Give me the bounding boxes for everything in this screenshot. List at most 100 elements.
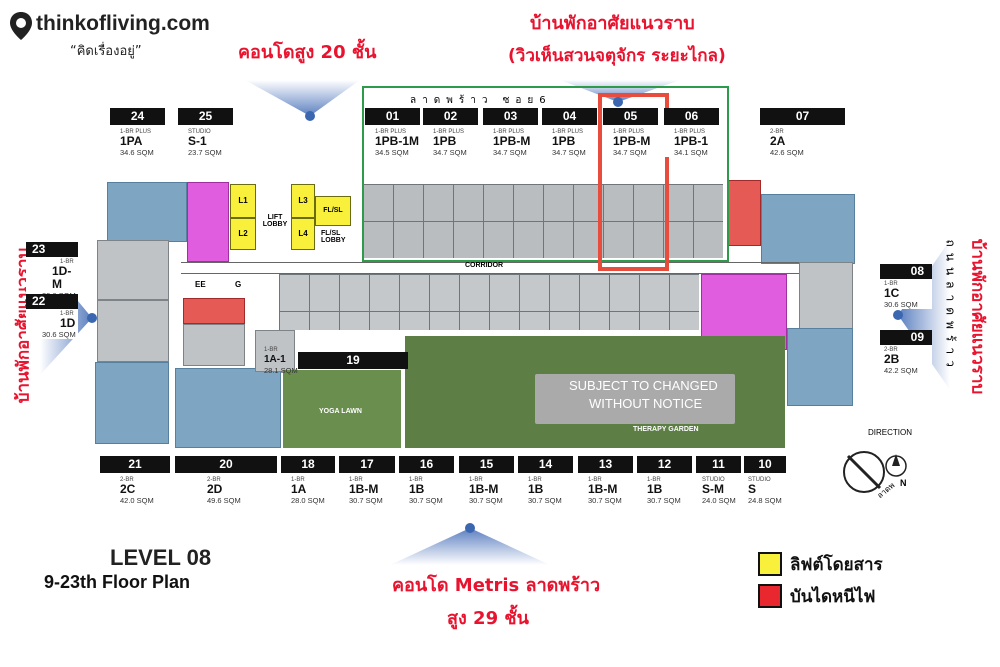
unit-card-14[interactable]: 14 1-BR 1B 30.7 SQM [518, 456, 573, 505]
unit-code: 1PB-1M [375, 134, 420, 148]
lift-l3: L3 [291, 184, 315, 218]
pointer-condo-20 [245, 80, 360, 116]
unit-number: 03 [483, 108, 538, 125]
unit-size: 42.2 SQM [884, 366, 918, 375]
unit-type: 1-BR [291, 477, 305, 483]
unit-card-07[interactable]: 07 2-BR 2A 42.6 SQM [760, 108, 845, 157]
level-subtitle: 9-23th Floor Plan [44, 572, 191, 592]
unit-code: 1PB [433, 134, 457, 148]
unit-card-22[interactable]: 22 1-BR 1D 30.6 SQM [26, 294, 78, 339]
highlight-unit-05 [598, 93, 669, 271]
unit-card-12[interactable]: 12 1-BR 1B 30.7 SQM [637, 456, 692, 505]
unit-size: 23.7 SQM [188, 148, 222, 157]
unit-size: 30.7 SQM [349, 496, 383, 505]
low-rise-view-frame [362, 86, 729, 262]
unit-code: 1D-M [52, 264, 72, 291]
units-south-block [279, 274, 699, 330]
unit-code: 2A [770, 134, 786, 148]
unit-card-18[interactable]: 18 1-BR 1A 28.0 SQM [281, 456, 335, 505]
unit-room-25[interactable] [187, 182, 229, 262]
unit-card-09[interactable]: 09 2-BR 2B 42.2 SQM [880, 330, 932, 375]
unit-code: 1B [409, 482, 425, 496]
unit-card-05[interactable]: 05 1-BR PLUS 1PB-M 34.7 SQM [603, 108, 658, 157]
unit-number: 05 [603, 108, 658, 125]
unit-code: 1B-M [349, 482, 379, 496]
unit-size: 28.0 SQM [291, 496, 325, 505]
unit-type: 1-BR [60, 311, 74, 317]
corridor-label: CORRIDOR [465, 262, 504, 269]
unit-room-21[interactable] [95, 362, 169, 444]
unit-card-03[interactable]: 03 1-BR PLUS 1PB-M 34.7 SQM [483, 108, 538, 157]
unit-room-08[interactable] [799, 262, 853, 330]
unit-card-01[interactable]: 01 1-BR PLUS 1PB-1M 34.5 SQM [365, 108, 420, 157]
unit-code: 1PB-M [493, 134, 531, 148]
unit-card-20[interactable]: 20 2-BR 2D 49.6 SQM [175, 456, 277, 505]
unit-room-19[interactable] [255, 330, 295, 372]
unit-size: 30.7 SQM [588, 496, 622, 505]
unit-room-23[interactable] [97, 240, 169, 300]
therapy-garden-deck [535, 374, 735, 424]
unit-number: 18 [281, 456, 335, 473]
unit-card-25[interactable]: 25 STUDIO S-1 23.7 SQM [178, 108, 233, 157]
brand-logo: thinkofliving.com “คิดเรื่องอยู่” [8, 10, 218, 60]
fire-stair-top-right [727, 180, 761, 246]
unit-size: 30.7 SQM [647, 496, 681, 505]
unit-code: S [748, 482, 757, 496]
unit-room-22[interactable] [97, 300, 169, 362]
unit-card-23[interactable]: 23 1-BR 1D-M 30.6 SQM [26, 242, 78, 300]
fire-lift: FL/SL [315, 196, 351, 226]
unit-card-19[interactable]: 19 1-BR 1A-1 28.1 SQM [258, 347, 408, 375]
unit-room-07[interactable] [761, 194, 855, 264]
unit-card-24[interactable]: 24 1-BR PLUS 1PA 34.6 SQM [110, 108, 165, 157]
lift-lobby-label: LIFT LOBBY [262, 214, 288, 228]
unit-number: 21 [100, 456, 170, 473]
unit-code: 1B-M [588, 482, 618, 496]
unit-size: 24.8 SQM [748, 496, 782, 505]
unit-card-13[interactable]: 13 1-BR 1B-M 30.7 SQM [578, 456, 633, 505]
unit-card-16[interactable]: 16 1-BR 1B 30.7 SQM [399, 456, 454, 505]
unit-room-09[interactable] [787, 328, 853, 406]
direction-label: DIRECTION [868, 428, 912, 437]
unit-size: 30.6 SQM [884, 300, 918, 309]
unit-type: 1-BR PLUS [493, 129, 525, 135]
unit-code: S-1 [188, 134, 207, 148]
unit-code: 1PB [552, 134, 576, 148]
unit-size: 30.7 SQM [469, 496, 503, 505]
callout-metris-line2: สูง 29 ชั้น [447, 608, 529, 629]
callout-metris-line1: คอนโด Metris ลาดพร้าว [392, 575, 601, 596]
unit-card-21[interactable]: 21 2-BR 2C 42.0 SQM [100, 456, 170, 505]
unit-card-11[interactable]: 11 STUDIO S-M 24.0 SQM [696, 456, 741, 505]
unit-type: STUDIO [702, 477, 725, 483]
unit-type: 1-BR PLUS [552, 129, 584, 135]
unit-number: 24 [110, 108, 165, 125]
unit-card-10[interactable]: 10 STUDIO S 24.8 SQM [744, 456, 786, 505]
unit-type: 2-BR [770, 129, 784, 135]
unit-card-02[interactable]: 02 1-BR PLUS 1PB 34.7 SQM [423, 108, 478, 157]
unit-number: 09 [880, 330, 932, 345]
corridor [181, 262, 801, 274]
unit-room-20[interactable] [175, 368, 281, 448]
unit-size: 34.7 SQM [552, 148, 586, 157]
notice-line1: SUBJECT TO CHANGED [569, 378, 718, 393]
unit-type: 1-BR [528, 477, 542, 483]
notice-line2: WITHOUT NOTICE [589, 396, 703, 411]
pointer-metris [390, 528, 550, 565]
legend-stair-label: บันไดหนีไฟ [790, 587, 876, 607]
unit-type: 1-BR PLUS [120, 129, 152, 135]
unit-card-17[interactable]: 17 1-BR 1B-M 30.7 SQM [339, 456, 395, 505]
unit-card-06[interactable]: 06 1-BR PLUS 1PB-1 34.1 SQM [664, 108, 719, 157]
unit-card-04[interactable]: 04 1-BR PLUS 1PB 34.7 SQM [542, 108, 597, 157]
unit-number: 20 [175, 456, 277, 473]
unit-size: 28.1 SQM [264, 366, 298, 375]
lift-l1: L1 [230, 184, 256, 218]
unit-number: 11 [696, 456, 741, 473]
unit-size: 34.1 SQM [674, 148, 708, 157]
unit-room-24[interactable] [107, 182, 187, 242]
unit-type: 1-BR PLUS [433, 129, 465, 135]
unit-number: 02 [423, 108, 478, 125]
pointer-dot [465, 523, 475, 533]
yoga-lawn [283, 370, 401, 448]
unit-card-08[interactable]: 08 1-BR 1C 30.6 SQM [880, 264, 932, 309]
unit-type: 1-BR [588, 477, 602, 483]
unit-card-15[interactable]: 15 1-BR 1B-M 30.7 SQM [459, 456, 514, 505]
